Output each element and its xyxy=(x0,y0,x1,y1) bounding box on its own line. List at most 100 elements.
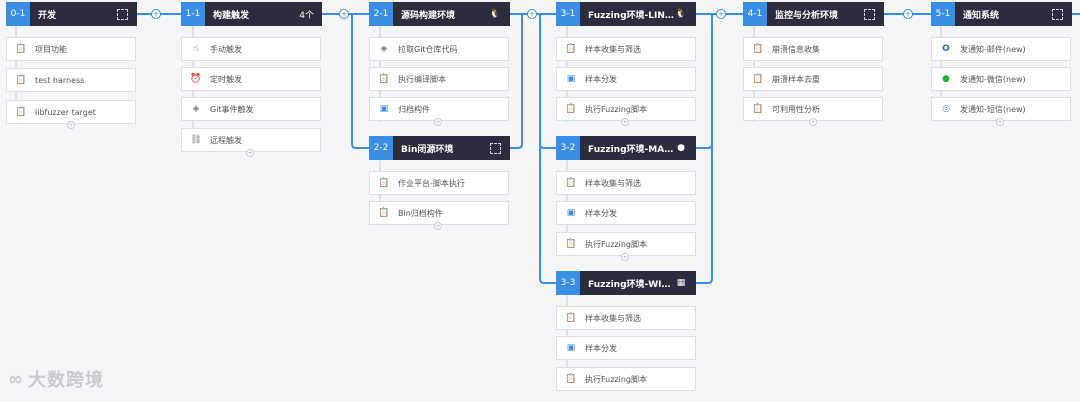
clipboard-icon: 📋 xyxy=(752,44,764,54)
connector-merge-3-3 xyxy=(696,144,713,284)
task-item[interactable]: 📋 样本收集与筛选 xyxy=(556,306,696,330)
connector-merge-2-2 xyxy=(510,14,523,149)
stage-title: Fuzzing环境-LINUX xyxy=(588,10,674,21)
clipboard-icon: 📋 xyxy=(565,104,577,114)
task-item[interactable]: 📋 执行编译脚本 xyxy=(369,67,509,91)
task-item[interactable]: ● 发通知-微信(new) xyxy=(931,67,1071,91)
stage-title: Bin闭源环境 xyxy=(401,144,454,155)
select-box-icon[interactable] xyxy=(115,8,137,20)
stage-id: 0-1 xyxy=(6,2,30,26)
select-box-icon[interactable] xyxy=(862,8,884,20)
task-label: 可利用性分析 xyxy=(772,104,820,114)
windows-icon: ▦ xyxy=(676,278,686,288)
clipboard-icon: 📋 xyxy=(752,74,764,84)
task-item[interactable]: 📋 崩溃信息收集 xyxy=(743,37,883,61)
watermark: ∞ 大数跨境 xyxy=(8,366,104,392)
stage-header-2-1[interactable]: 2-1 源码构建环境 🐧 xyxy=(369,2,510,26)
task-item[interactable]: 📋 项目功能 xyxy=(6,37,136,61)
stage-header-2-2[interactable]: 2-2 Bin闭源环境 xyxy=(369,136,510,160)
stage-id: 4-1 xyxy=(743,2,767,26)
task-label: 执行Fuzzing脚本 xyxy=(585,374,648,384)
task-item[interactable]: ▣ 归档构件 xyxy=(369,97,509,121)
task-item[interactable]: 📋 执行Fuzzing脚本 xyxy=(556,97,696,121)
stage-title: 构建触发 xyxy=(213,10,250,21)
outlook-icon: O xyxy=(942,44,950,54)
clipboard-icon: 📋 xyxy=(378,208,390,218)
flow-node-dot[interactable]: + xyxy=(716,9,726,19)
task-item[interactable]: 📋 libfuzzer target xyxy=(6,100,136,124)
linux-icon: 🐧 xyxy=(675,9,687,19)
stage-header-3-3[interactable]: 3-3 Fuzzing环境-WIN... ▦ xyxy=(556,271,696,295)
clipboard-icon: 📋 xyxy=(15,107,27,117)
connector-merge-3-2 xyxy=(696,14,713,149)
add-task-button[interactable]: + xyxy=(996,118,1004,126)
task-label: 手动触发 xyxy=(210,44,242,54)
task-item[interactable]: ◈ 拉取Git仓库代码 xyxy=(369,37,509,61)
connector-branch-3-3 xyxy=(539,144,557,284)
task-item[interactable]: ▣ 样本分发 xyxy=(556,201,696,225)
task-label: 执行Fuzzing脚本 xyxy=(585,104,648,114)
stage-id: 1-1 xyxy=(181,2,205,26)
task-item[interactable]: ◈ Git事件触发 xyxy=(181,97,321,121)
add-task-button[interactable]: + xyxy=(434,222,442,230)
stage-header-1-1[interactable]: 1-1 构建触发 4个 xyxy=(181,2,322,26)
add-task-button[interactable]: + xyxy=(67,121,75,129)
task-item[interactable]: 📋 test harness xyxy=(6,68,136,92)
add-task-button[interactable]: + xyxy=(434,118,442,126)
stage-header-3-1[interactable]: 3-1 Fuzzing环境-LINUX 🐧 xyxy=(556,2,696,26)
stage-id: 3-2 xyxy=(556,136,580,160)
task-item[interactable]: ◎ 发通知-短信(new) xyxy=(931,97,1071,121)
task-item[interactable]: 📋 样本收集与筛选 xyxy=(556,171,696,195)
task-item[interactable]: 📋 作业平台-脚本执行 xyxy=(369,171,509,195)
task-label: 作业平台-脚本执行 xyxy=(398,178,465,188)
task-label: 执行Fuzzing脚本 xyxy=(585,239,648,249)
task-label: test harness xyxy=(35,75,85,85)
task-item[interactable]: ⏰ 定时触发 xyxy=(181,67,321,91)
task-item[interactable]: ▣ 样本分发 xyxy=(556,336,696,360)
task-label: libfuzzer target xyxy=(35,107,96,117)
stage-id: 5-1 xyxy=(931,2,955,26)
task-item[interactable]: 📋 样本收集与筛选 xyxy=(556,37,696,61)
task-item[interactable]: 📋 可利用性分析 xyxy=(743,97,883,121)
select-box-icon[interactable] xyxy=(1050,8,1072,20)
flow-node-dot[interactable]: + xyxy=(903,9,913,19)
connector-branch-3-2 xyxy=(539,14,557,149)
stage-id: 3-3 xyxy=(556,271,580,295)
clipboard-icon: 📋 xyxy=(15,75,27,85)
stage-header-4-1[interactable]: 4-1 监控与分析环境 xyxy=(743,2,884,26)
stage-header-5-1[interactable]: 5-1 通知系统 xyxy=(931,2,1072,26)
linux-icon: 🐧 xyxy=(489,9,501,19)
flow-node-dot[interactable]: + xyxy=(339,9,349,19)
archive-icon: ▣ xyxy=(566,74,576,84)
flow-node-dot[interactable]: + xyxy=(151,9,161,19)
add-task-button[interactable]: + xyxy=(809,118,817,126)
clipboard-icon: 📋 xyxy=(565,178,577,188)
add-task-button[interactable]: + xyxy=(621,118,629,126)
flow-node-dot[interactable]: + xyxy=(527,9,537,19)
git-icon: ◈ xyxy=(380,44,388,54)
select-box-icon[interactable] xyxy=(488,142,510,154)
add-task-button[interactable]: + xyxy=(621,253,629,261)
stage-title: Fuzzing环境-WIN... xyxy=(588,279,674,290)
task-label: 样本分发 xyxy=(585,208,617,218)
task-label: 崩溃样本去重 xyxy=(772,74,820,84)
stage-title: Fuzzing环境-MAC... xyxy=(588,144,674,155)
task-item[interactable]: O 发通知-邮件(new) xyxy=(931,37,1071,61)
clipboard-icon: 📋 xyxy=(752,104,764,114)
task-label: 执行编译脚本 xyxy=(398,74,446,84)
stage-title: 源码构建环境 xyxy=(401,10,456,21)
task-label: Bin归档构件 xyxy=(398,208,443,218)
task-item[interactable]: ▣ 样本分发 xyxy=(556,67,696,91)
git-icon: ◈ xyxy=(192,104,200,114)
task-label: 定时触发 xyxy=(210,74,242,84)
task-label: Git事件触发 xyxy=(210,104,254,114)
connector-branch-2-2 xyxy=(351,14,371,149)
task-item[interactable]: ☝ 手动触发 xyxy=(181,37,321,61)
task-item[interactable]: 📋 执行Fuzzing脚本 xyxy=(556,367,696,391)
task-item[interactable]: 📋 崩溃样本去重 xyxy=(743,67,883,91)
add-task-button[interactable]: + xyxy=(246,149,254,157)
archive-icon: ▣ xyxy=(379,104,389,114)
stage-header-0-1[interactable]: 0-1 开发 xyxy=(6,2,137,26)
clipboard-icon: 📋 xyxy=(378,74,390,84)
stage-header-3-2[interactable]: 3-2 Fuzzing环境-MAC... ● xyxy=(556,136,696,160)
